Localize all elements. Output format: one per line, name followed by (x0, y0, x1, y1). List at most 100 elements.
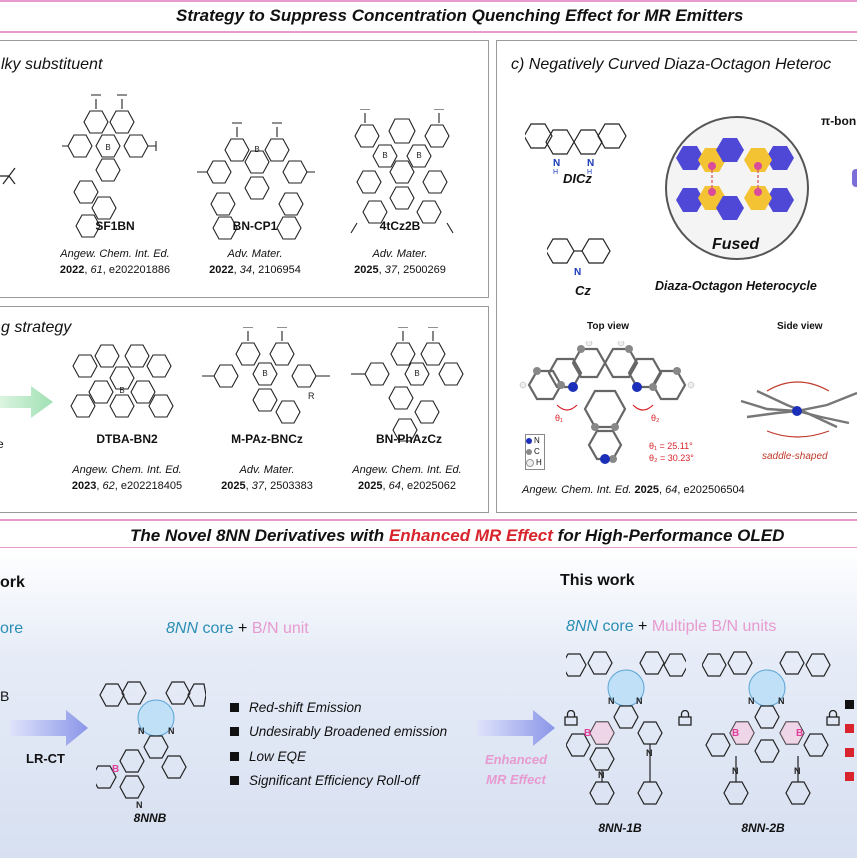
svg-text:N: N (608, 696, 615, 706)
this-work-label: This work (560, 572, 635, 589)
svg-text:B: B (119, 386, 124, 395)
svg-text:N: N (748, 696, 755, 706)
ref-dtba-bn2: Angew. Chem. Int. Ed. 2023, 62, e2022184… (71, 464, 183, 492)
svg-text:N: N (553, 158, 560, 169)
svg-text:θ₂: θ₂ (651, 413, 660, 423)
svg-text:N: N (574, 267, 581, 278)
svg-text:B: B (414, 369, 419, 378)
mol-label-4tcz2b: 4tCz2B (379, 219, 421, 233)
lock-icon (678, 710, 692, 726)
svg-text:B: B (382, 151, 387, 160)
svg-text:N: N (778, 696, 785, 706)
svg-text:N: N (136, 800, 143, 810)
right-bullet-3 (845, 748, 854, 757)
svg-text:N: N (636, 696, 643, 706)
right-bullet-2 (845, 724, 854, 733)
svg-text:N: N (168, 726, 175, 736)
ref-bn-phazcz: Angew. Chem. Int. Ed. 2025, 64, e2025062 (352, 464, 462, 492)
partial-molecule-left (0, 167, 16, 185)
list-item: Undesirably Broadened emission (230, 720, 447, 745)
core-plus-bn-label: 8NN core + B/N unit (166, 620, 309, 637)
mol-label-dtba-bn2: DTBA-BN2 (96, 432, 158, 446)
fused-label: Fused (712, 236, 760, 253)
svg-text:B: B (796, 728, 803, 739)
saddle-label: saddle-shaped (762, 451, 828, 462)
molecule-bn-phazcz: B (351, 327, 464, 442)
green-arrow-icon (0, 386, 53, 418)
molecule-dicz: N N H H (525, 123, 627, 176)
prev-fragment: B (0, 688, 10, 704)
molecule-bn-cp1: B (197, 122, 315, 240)
list-item: Low EQE (230, 744, 447, 769)
list-item: Significant Efficiency Roll-off (230, 769, 447, 794)
top-view-label: Top view (587, 321, 630, 332)
fused-scheme-icon (676, 138, 794, 220)
lr-ct-label: LR-CT (26, 751, 65, 766)
bottom-section: ork ore B LR-CT 8NN core + B/N unit (0, 548, 857, 858)
molecule-8nn-2b: N N B B N N (702, 651, 831, 805)
molecule-m-paz-bncz: B R (202, 327, 330, 424)
lock-icon (826, 710, 840, 726)
mol-label-sf1bn: SF1BN (95, 219, 135, 233)
prev-work-label: ork (0, 574, 25, 591)
right-bullet-1 (845, 700, 854, 709)
molecule-dtba-bn2: B (70, 344, 174, 418)
svg-text:H: H (553, 169, 558, 176)
svg-text:N: N (138, 726, 145, 736)
enhanced-label: Enhanced MR Effect (484, 752, 548, 787)
crystal-top-view: θ₁ θ₂ (519, 341, 695, 464)
svg-text:N: N (587, 158, 594, 169)
theta2-value: θ₂ = 30.23° (649, 453, 694, 463)
molecule-cz: N (547, 238, 611, 278)
pi-bond-label: π-bon (821, 114, 857, 128)
mol-label-8nn-2b: 8NN-2B (741, 821, 785, 835)
panel-fusing-strategy: g strategy e B (0, 306, 489, 513)
svg-text:B: B (254, 145, 259, 154)
molecule-4tcz2b: B B (350, 109, 454, 234)
dicz-label: DICz (563, 171, 592, 186)
ref-sf1bn: Angew. Chem. Int. Ed. 2022, 61, e2022018… (59, 248, 171, 276)
ref-4tcz2b: Adv. Mater. 2025, 37, 2500269 (354, 248, 446, 276)
section-title: The Novel 8NN Derivatives with Enhanced … (130, 526, 785, 545)
panel-bulky-substituent: lky substituent B (0, 40, 489, 298)
prev-core-label: ore (0, 620, 24, 637)
svg-text:B: B (105, 143, 110, 152)
svg-text:R: R (308, 391, 315, 401)
lock-icon (564, 710, 578, 726)
molecule-8nn-1b: N N B N N (566, 651, 686, 805)
svg-text:N: N (732, 766, 739, 776)
heterocycle-label: Diaza-Octagon Heterocycle (655, 279, 817, 293)
svg-text:B: B (732, 728, 739, 739)
panel-b-title: g strategy (1, 319, 72, 336)
core-plus-multiple-bn-label: 8NN core + Multiple B/N units (566, 618, 777, 635)
partial-blob-icon (852, 169, 857, 187)
mol-label-8nn-1b: 8NN-1B (598, 821, 642, 835)
crystal-side-view (740, 381, 857, 438)
enhanced-arrow-icon (477, 710, 555, 746)
svg-text:B: B (112, 764, 119, 775)
list-item: Red-shift Emission (230, 695, 447, 720)
atom-legend: N C H (525, 434, 545, 470)
page-title: Strategy to Suppress Concentration Quenc… (176, 6, 744, 25)
svg-text:B: B (584, 728, 591, 739)
mol-label-8nnb: 8NNB (133, 811, 167, 825)
svg-text:B: B (416, 151, 421, 160)
svg-text:N: N (794, 766, 801, 776)
panel-diaza-octagon: c) Negatively Curved Diaza-Octagon Heter… (496, 40, 857, 513)
mol-label-bn-cp1: BN-CP1 (232, 219, 278, 233)
right-bullet-4 (845, 772, 854, 781)
theta1-value: θ₁ = 25.11° (649, 441, 693, 451)
panel-c-title: c) Negatively Curved Diaza-Octagon Heter… (511, 56, 832, 73)
cz-label: Cz (575, 283, 591, 298)
fragment-text: e (0, 437, 4, 451)
mol-label-bn-phazcz: BN-PhAzCz (376, 432, 442, 446)
ref-bn-cp1: Adv. Mater. 2022, 34, 2106954 (209, 248, 301, 276)
ref-panel-c: Angew. Chem. Int. Ed. 2025, 64, e2025065… (522, 484, 745, 496)
svg-text:N: N (646, 748, 653, 758)
molecule-sf1bn: B (62, 94, 157, 238)
panel-a-title: lky substituent (1, 56, 103, 73)
lr-ct-arrow-icon (10, 710, 88, 746)
svg-text:B: B (262, 369, 267, 378)
mol-label-m-paz-bncz: M-PAz-BNCz (231, 432, 303, 446)
drawbacks-list: Red-shift Emission Undesirably Broadened… (230, 695, 447, 793)
